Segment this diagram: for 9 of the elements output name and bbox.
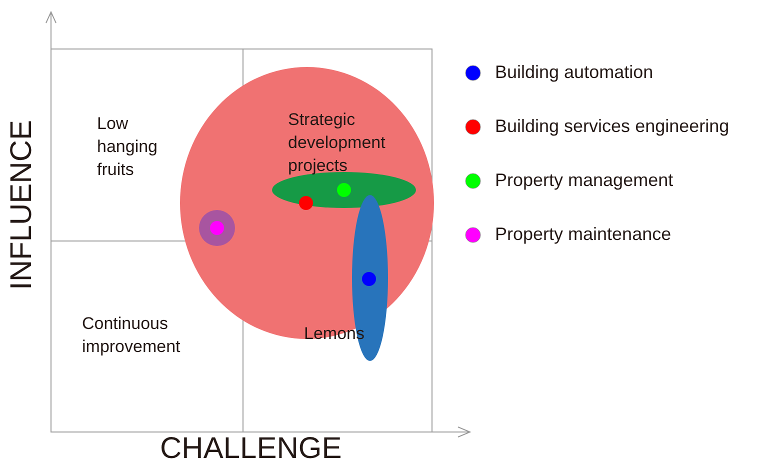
- axis-title: CHALLENGE: [160, 432, 342, 466]
- axis-title: INFLUENCE: [5, 120, 39, 290]
- quadrant-label: Strategic development projects: [288, 109, 386, 177]
- quadrant-label: Continuous improvement: [82, 313, 182, 358]
- legend-label: Building automation: [495, 61, 654, 84]
- legend-label: Property maintenance: [495, 223, 672, 246]
- quadrant-label: Low hanging fruits: [97, 113, 159, 181]
- legend-label: Building services engineering: [495, 115, 730, 138]
- legend-label: Property management: [495, 169, 674, 192]
